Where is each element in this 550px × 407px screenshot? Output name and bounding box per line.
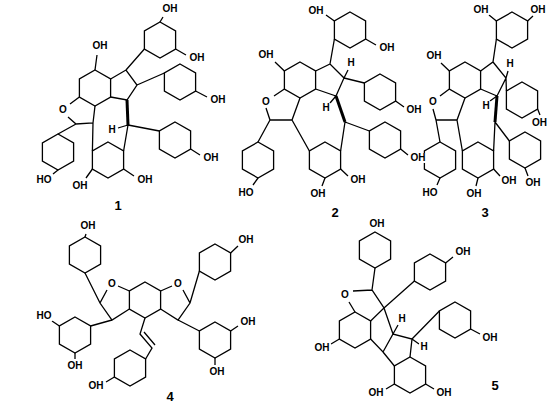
atom-label: O xyxy=(340,290,350,300)
structure-5 xyxy=(331,232,480,393)
compound-number: 2 xyxy=(330,206,339,219)
atom-label: HO xyxy=(36,311,53,321)
atom-label: OH xyxy=(189,53,206,63)
atom-label: O xyxy=(428,97,438,107)
atom-label: OH xyxy=(92,41,109,51)
atom-label: H xyxy=(346,58,355,68)
atom-label: OH xyxy=(240,317,257,327)
atom-label: OH xyxy=(379,43,396,53)
atom-label: OH xyxy=(369,219,386,229)
atom-label: H xyxy=(107,125,116,135)
atom-label: O xyxy=(261,97,271,107)
atom-label: OH xyxy=(426,51,443,61)
atom-label: H xyxy=(419,342,428,352)
atom-label: OH xyxy=(455,247,472,257)
atom-label: H xyxy=(321,103,330,113)
atom-label: OH xyxy=(210,95,227,105)
atom-label: OH xyxy=(350,175,367,185)
atom-label: OH xyxy=(209,367,226,377)
compound-number: 4 xyxy=(165,390,174,403)
atom-label: OH xyxy=(482,333,499,343)
atom-label: OH xyxy=(238,235,255,245)
atom-label: OH xyxy=(72,181,89,191)
atom-label: H xyxy=(397,314,406,324)
atom-label: O xyxy=(173,279,183,289)
compound-number: 1 xyxy=(113,199,122,212)
compound-number: 3 xyxy=(480,206,489,219)
atom-label: OH xyxy=(67,361,84,371)
atom-label: OH xyxy=(203,153,220,163)
atom-label: HO xyxy=(238,188,255,198)
structure-3 xyxy=(424,12,540,186)
atom-label: OH xyxy=(314,343,331,353)
atom-label: OH xyxy=(410,153,427,163)
atom-label: O xyxy=(58,105,68,115)
structure-2 xyxy=(242,12,408,186)
atom-label: OH xyxy=(531,118,548,128)
atom-label: H xyxy=(505,59,514,69)
atom-label: HO xyxy=(422,188,439,198)
atom-label: OH xyxy=(162,4,179,14)
atom-label: OH xyxy=(436,388,453,398)
atom-label: OH xyxy=(137,175,154,185)
compound-number: 5 xyxy=(490,379,499,392)
atom-label: HO xyxy=(36,175,53,185)
atom-label: OH xyxy=(368,388,385,398)
atom-label: OH xyxy=(80,221,97,231)
atom-label: OH xyxy=(473,5,490,15)
atom-label: OH xyxy=(310,189,327,199)
structure-1 xyxy=(42,17,207,178)
atom-label: OH xyxy=(258,50,275,60)
atom-label: OH xyxy=(525,178,542,188)
atom-label: OH xyxy=(88,381,105,391)
atom-label: OH xyxy=(530,5,547,15)
atom-label: H xyxy=(481,101,490,111)
atom-label: OH xyxy=(501,176,518,186)
atom-label: OH xyxy=(466,189,483,199)
atom-label: OH xyxy=(406,105,423,115)
structure-4 xyxy=(52,234,238,386)
atom-label: OH xyxy=(308,6,325,16)
atom-label: O xyxy=(107,279,117,289)
